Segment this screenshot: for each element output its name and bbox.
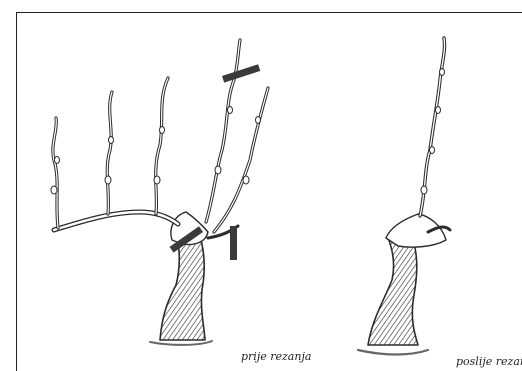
cut-mark-right (230, 226, 237, 260)
cut-mark-top (222, 64, 260, 82)
shoot-4 (206, 40, 240, 222)
ground-before (150, 341, 212, 345)
caption-after-pruning: poslije rezar (456, 355, 522, 368)
caption-before-pruning: prije rezanja (241, 350, 311, 363)
vine-after-pruning (358, 38, 450, 355)
trunk-after (368, 236, 418, 345)
shoot-3 (156, 78, 168, 214)
trunk-before (160, 236, 205, 340)
shoot-5 (214, 88, 268, 232)
vine-before-pruning (51, 40, 268, 345)
ground-after (358, 350, 428, 355)
